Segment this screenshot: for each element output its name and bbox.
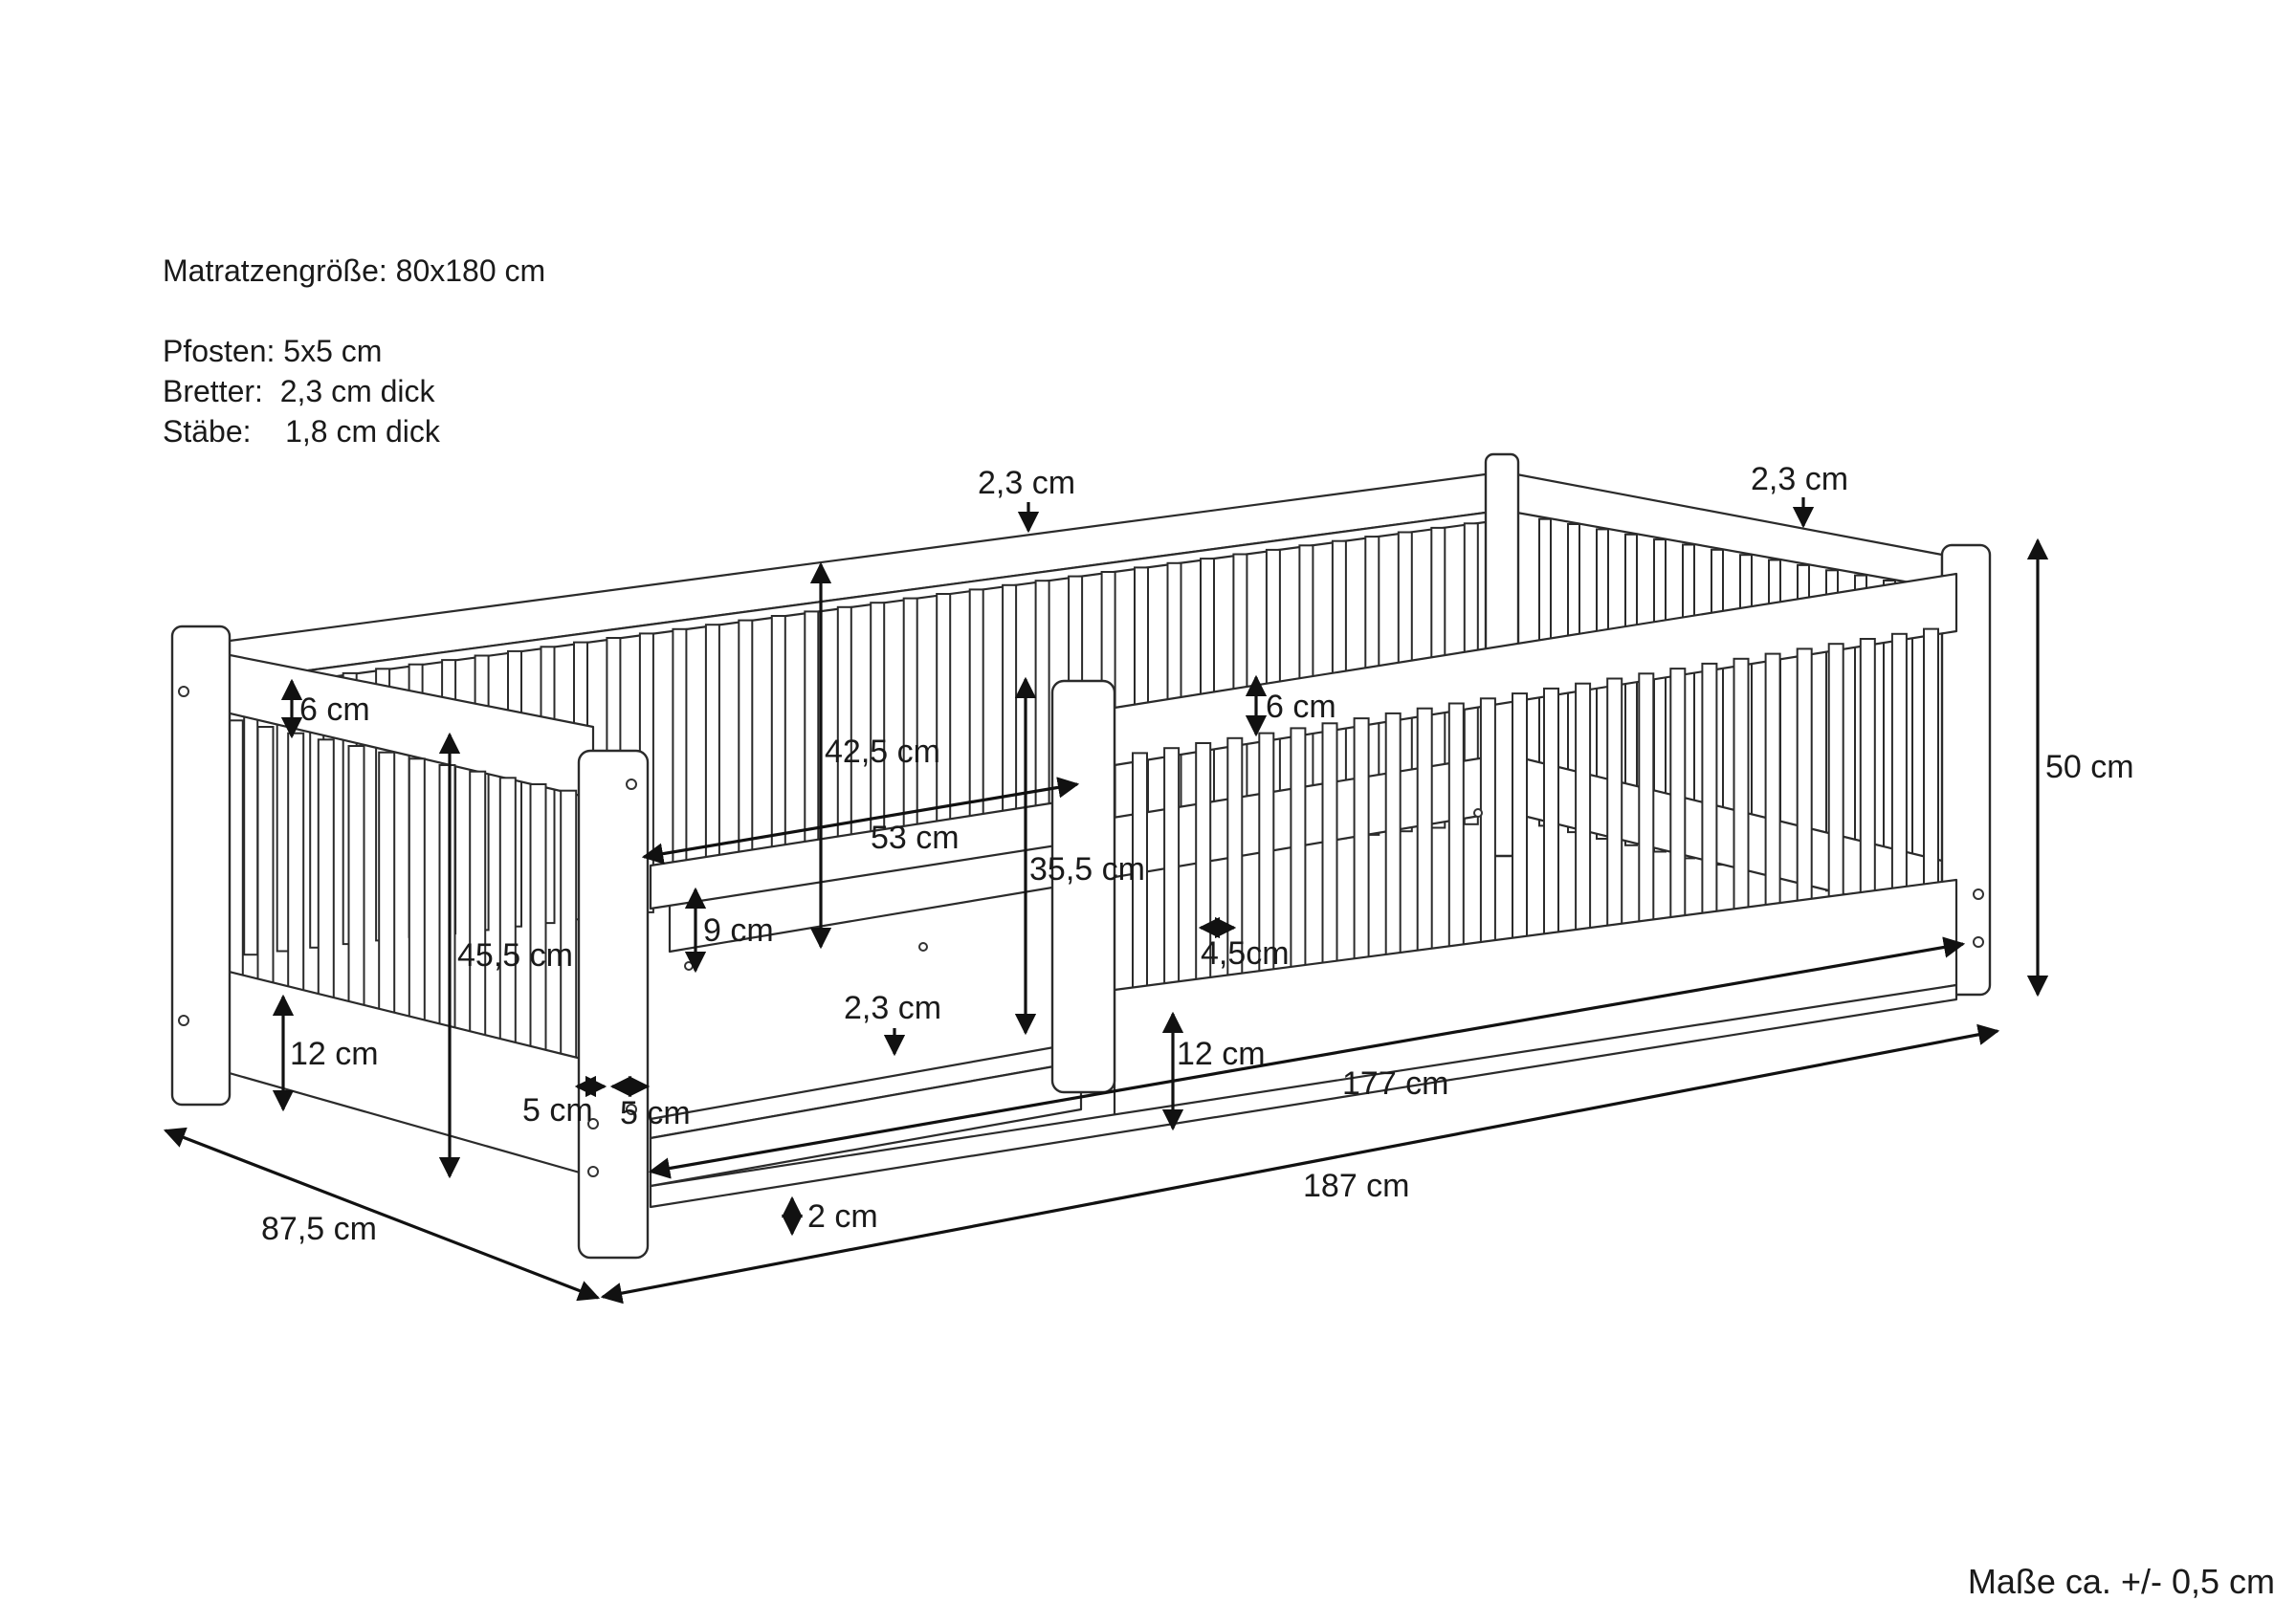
label-front-top-rail: 6 cm <box>1266 689 1336 725</box>
label-front-bottom-board: 12 cm <box>1177 1036 1266 1072</box>
label-outer-width: 87,5 cm <box>261 1211 377 1247</box>
label-left-top-rail: 6 cm <box>299 691 370 728</box>
slat <box>1416 707 1433 959</box>
spec-list: Matratzengröße: 80x180 cm Pfosten: 5x5 c… <box>163 251 545 451</box>
slat <box>1859 638 1876 897</box>
front-slats <box>1132 627 1939 998</box>
slat <box>1384 712 1402 963</box>
board-thickness: Bretter: 2,3 cm dick <box>163 374 435 408</box>
mattress-size: Matratzengröße: 80x180 cm <box>163 253 546 288</box>
slat <box>1764 652 1781 910</box>
slat <box>560 789 578 1064</box>
slat <box>1669 668 1687 924</box>
slat <box>529 783 547 1057</box>
slat <box>498 777 517 1049</box>
label-total-height: 50 cm <box>2045 749 2134 785</box>
slat <box>1321 722 1338 973</box>
slat-thickness: Stäbe: 1,8 cm dick <box>163 414 440 449</box>
slat <box>243 685 259 956</box>
label-floor-clearance: 2 cm <box>807 1198 878 1235</box>
label-right-board-thickness: 2,3 cm <box>1751 461 1848 497</box>
dimension-lines <box>163 497 2049 1305</box>
label-back-slat-height: 42,5 cm <box>825 734 940 770</box>
slat <box>1543 687 1559 941</box>
slat <box>287 732 305 996</box>
dimension-labels: 2,3 cm 2,3 cm 50 cm 6 cm 6 cm 42,5 cm 53… <box>261 461 2134 1247</box>
slat <box>317 738 335 1003</box>
slat <box>1163 747 1181 995</box>
slat <box>469 770 487 1042</box>
slat <box>1701 662 1718 919</box>
slat <box>408 757 426 1026</box>
slat <box>378 751 396 1019</box>
label-back-board-thickness: 2,3 cm <box>978 465 1075 501</box>
label-front-board-thickness: 2,3 cm <box>844 990 941 1026</box>
slat <box>256 726 275 988</box>
post-size: Pfosten: 5x5 cm <box>163 334 383 368</box>
slat <box>1479 697 1496 950</box>
slat <box>1890 632 1908 892</box>
tolerance-note: Maße ca. +/- 0,5 cm <box>1967 1562 2275 1601</box>
slat <box>1827 643 1844 902</box>
label-outer-length: 187 cm <box>1303 1168 1410 1204</box>
slat <box>1624 533 1638 846</box>
label-post-right: 5 cm <box>620 1095 691 1131</box>
label-front-slat-height: 35,5 cm <box>1029 851 1145 888</box>
slat <box>1733 657 1750 915</box>
label-left-side-height: 45,5 cm <box>457 937 573 974</box>
slat <box>1353 717 1370 968</box>
slat <box>1796 647 1813 906</box>
label-slat-gap: 4,5cm <box>1201 935 1290 972</box>
slat <box>1290 727 1307 976</box>
label-base-board: 9 cm <box>703 912 774 949</box>
label-inner-length: 177 cm <box>1342 1065 1449 1102</box>
slat <box>1638 672 1655 928</box>
slat <box>1575 682 1592 937</box>
slat <box>1512 692 1528 946</box>
label-left-bottom-board: 12 cm <box>290 1036 379 1072</box>
slat <box>1447 702 1465 954</box>
post-back-left <box>170 625 232 1107</box>
left-side <box>170 625 595 1178</box>
post-front-left <box>577 749 650 1260</box>
slat <box>347 745 365 1011</box>
label-opening-width: 53 cm <box>871 820 960 856</box>
label-post-left: 5 cm <box>522 1092 593 1129</box>
slat <box>1923 627 1939 888</box>
slat <box>438 764 456 1034</box>
slat <box>1606 677 1623 932</box>
